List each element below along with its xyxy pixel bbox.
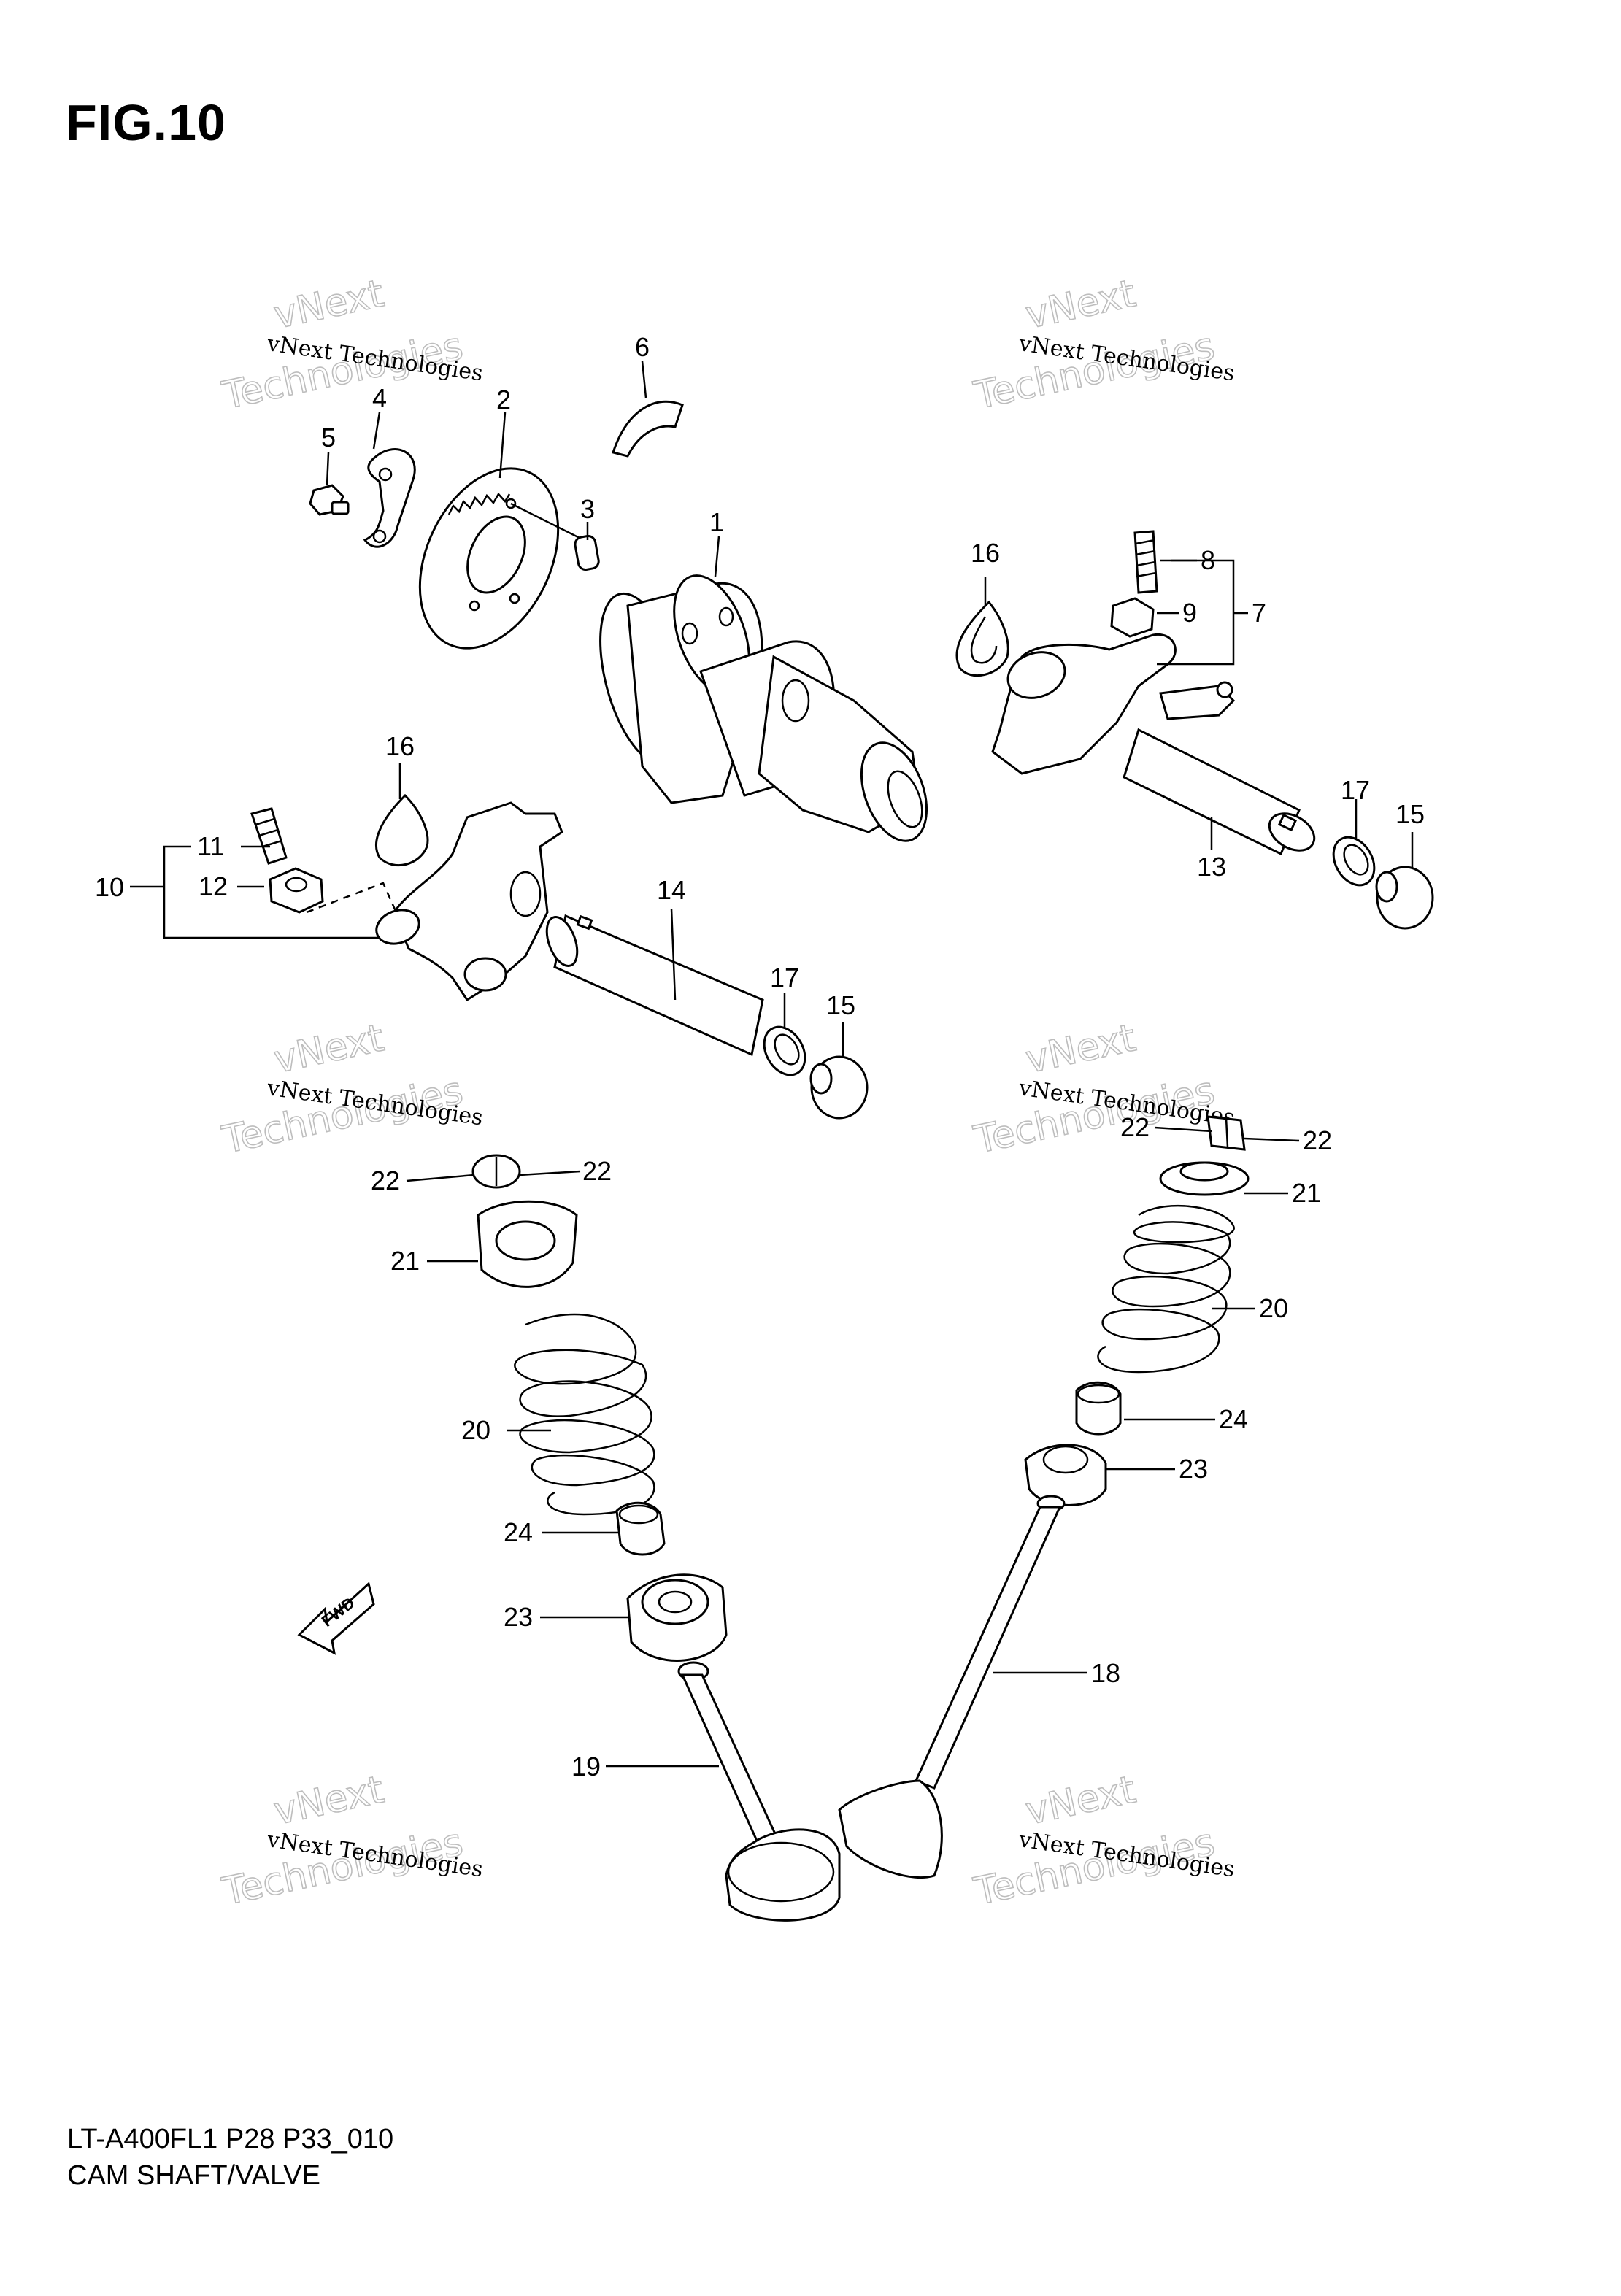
- clip-part-6: [612, 400, 684, 458]
- retainer-hole: [372, 529, 387, 544]
- rocker-arm-part-7: [991, 633, 1236, 775]
- callout-22-c: 22: [1120, 1112, 1150, 1142]
- callout-23-left: 23: [504, 1602, 533, 1632]
- svg-text:vNext: vNext: [270, 271, 388, 337]
- svg-text:vNext: vNext: [1022, 1768, 1139, 1833]
- valve-spring-part-20-left: [514, 1313, 655, 1516]
- callout-5: 5: [321, 423, 336, 452]
- adjusting-screw-part-11: [250, 807, 288, 865]
- callout-2: 2: [496, 385, 511, 415]
- valve-retainer-part-21-right: [1159, 1161, 1250, 1196]
- callout-17-right: 17: [1341, 775, 1370, 805]
- watermark-middle-right: vNext Technologies vNext Technologies: [969, 1016, 1236, 1163]
- clip-part-16-left: [375, 793, 429, 867]
- callout-18: 18: [1091, 1658, 1120, 1688]
- watermark-top-left: vNext Technologies vNext Technologies: [217, 271, 484, 419]
- leader-22-b: [519, 1170, 581, 1176]
- valve-cotter-part-22-right: [1206, 1115, 1246, 1151]
- retainer-plate-part-4: [363, 448, 416, 548]
- callout-11: 11: [197, 831, 224, 861]
- callout-10: 10: [95, 872, 124, 902]
- callout-4: 4: [372, 383, 387, 413]
- leader-4: [372, 412, 381, 450]
- camshaft-part-1: [599, 574, 928, 842]
- lock-nut-part-9: [1110, 597, 1155, 638]
- leader-22-d: [1244, 1137, 1300, 1142]
- callout-3: 3: [580, 494, 595, 524]
- diagram-caption: CAM SHAFT/VALVE: [67, 2160, 320, 2191]
- assembly-dash-10: [306, 882, 399, 917]
- callout-20-right: 20: [1259, 1293, 1288, 1323]
- leader-2: [498, 412, 507, 479]
- leader-6: [641, 361, 647, 398]
- callout-22-d: 22: [1303, 1125, 1332, 1155]
- svg-text:vNext: vNext: [270, 1016, 388, 1082]
- callout-15-right: 15: [1395, 799, 1425, 829]
- valve-retainer-part-21-left: [477, 1200, 578, 1288]
- rocker-arm-part-10: [375, 801, 563, 1002]
- lock-nut-part-12: [269, 867, 324, 914]
- callout-14: 14: [657, 875, 686, 905]
- callout-21-right: 21: [1292, 1178, 1321, 1208]
- leader-22-c: [1154, 1126, 1212, 1133]
- valve-cotter-part-22-left: [471, 1154, 521, 1189]
- figure-title: FIG.10: [66, 94, 226, 151]
- callout-24-left: 24: [504, 1517, 533, 1547]
- leader-14: [670, 908, 677, 1001]
- forward-direction-arrow: FWD: [297, 1582, 375, 1655]
- callout-6: 6: [635, 332, 650, 362]
- svg-text:vNext: vNext: [1022, 271, 1139, 337]
- callout-22-b: 22: [582, 1156, 612, 1186]
- rocker-shaft-part-14: [545, 914, 764, 1057]
- leader-22-a: [406, 1174, 475, 1182]
- valve-spring-part-20-right: [1097, 1204, 1235, 1374]
- callout-13: 13: [1197, 852, 1226, 882]
- spring-seat-part-23-left: [626, 1573, 728, 1662]
- bolt-part-5: [309, 484, 350, 516]
- svg-text:vNext: vNext: [1022, 1016, 1139, 1082]
- retainer-hole: [378, 467, 393, 482]
- callout-19: 19: [571, 1752, 601, 1781]
- clip-part-16-right: [955, 600, 1009, 677]
- dowel-pin-part-3: [574, 534, 600, 571]
- cam-sprocket-part-2: [418, 467, 560, 650]
- leader-1: [714, 536, 720, 577]
- callout-20-left: 20: [461, 1415, 490, 1445]
- callout-8: 8: [1201, 545, 1215, 575]
- intake-valve-part-19: [677, 1661, 841, 1922]
- o-ring-part-17-right: [1332, 836, 1376, 887]
- exhaust-valve-part-18: [838, 1495, 1066, 1879]
- dowel-guide-line: [510, 502, 585, 542]
- o-ring-part-17-left: [763, 1025, 806, 1076]
- callout-24-right: 24: [1219, 1404, 1248, 1434]
- watermark-middle-left: vNext Technologies vNext Technologies: [217, 1016, 484, 1163]
- callout-16-left: 16: [385, 731, 415, 761]
- plug-part-15-right: [1375, 866, 1434, 930]
- clip-inner: [970, 616, 998, 664]
- model-code: LT-A400FL1 P28 P33_010: [67, 2124, 394, 2154]
- bracket-10: [163, 845, 380, 939]
- callout-23-right: 23: [1179, 1454, 1208, 1484]
- valve-stem-seal-part-24-right: [1075, 1381, 1122, 1436]
- callout-1: 1: [709, 507, 724, 537]
- rocker-shaft-part-13: [1123, 728, 1316, 856]
- leader-5: [326, 452, 330, 486]
- spring-seat-part-23-right: [1024, 1444, 1107, 1506]
- callout-12: 12: [199, 871, 228, 901]
- callout-21-left: 21: [390, 1246, 420, 1276]
- adjusting-screw-part-8: [1133, 530, 1158, 594]
- watermark-top-right: vNext Technologies vNext Technologies: [969, 271, 1236, 419]
- callout-17-left: 17: [770, 963, 799, 993]
- callout-16-right: 16: [971, 538, 1000, 568]
- watermark-bottom-right: vNext Technologies vNext Technologies: [969, 1768, 1236, 1915]
- watermark-bottom-left: vNext Technologies vNext Technologies: [217, 1768, 484, 1915]
- callout-9: 9: [1182, 598, 1197, 628]
- callout-7: 7: [1252, 598, 1266, 628]
- svg-text:vNext: vNext: [270, 1768, 388, 1833]
- callout-15-left: 15: [826, 990, 855, 1020]
- valve-stem-seal-part-24-left: [615, 1501, 666, 1556]
- callout-22-a: 22: [371, 1166, 400, 1195]
- plug-part-15-left: [809, 1055, 869, 1120]
